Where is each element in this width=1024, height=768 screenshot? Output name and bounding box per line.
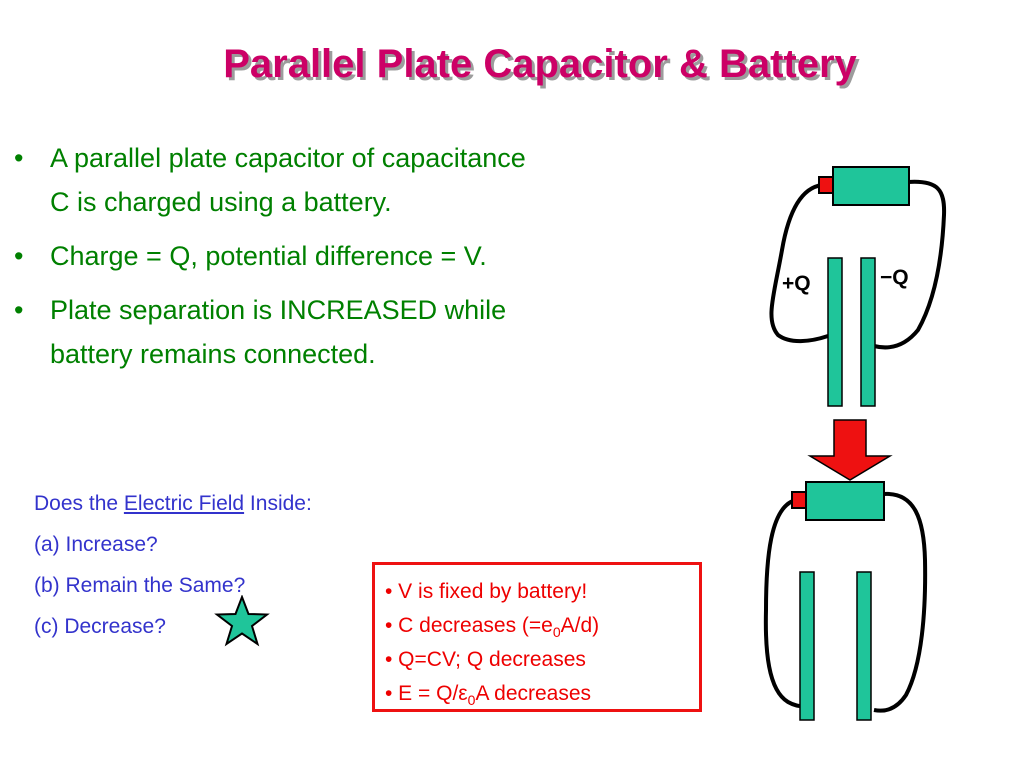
question-prefix: Does the xyxy=(34,492,124,515)
option-c: (c) Decrease? xyxy=(34,615,166,638)
wire-left-bottom xyxy=(763,498,801,708)
bullet-text: Charge = Q, potential difference = V. xyxy=(50,241,487,271)
plate-left-top xyxy=(827,257,843,407)
option-a: (a) Increase? xyxy=(34,533,158,556)
question-suffix: Inside: xyxy=(244,492,312,515)
battery-top xyxy=(832,166,910,206)
bullet-item: • Charge = Q, potential difference = V. xyxy=(14,234,714,278)
bullet-text: A parallel plate capacitor of capacitanc… xyxy=(50,143,526,173)
bullet-item: • A parallel plate capacitor of capacita… xyxy=(14,136,714,224)
answer-line: • E = Q/ε0A decreases xyxy=(385,682,592,709)
bullet-dot: • xyxy=(14,143,24,173)
question-block: Does the Electric Field Inside: (a) Incr… xyxy=(34,483,312,647)
bullet-dot: • xyxy=(14,295,24,325)
down-arrow xyxy=(807,419,893,481)
star-icon xyxy=(214,595,270,647)
question-prompt: Does the Electric Field Inside: xyxy=(34,483,312,524)
battery-terminal-top xyxy=(818,176,834,194)
bullet-list: • A parallel plate capacitor of capacita… xyxy=(14,136,714,386)
answer-line: • C decreases (=e0A/d) xyxy=(385,614,600,641)
plate-right-bottom xyxy=(856,571,872,721)
answer-box: • V is fixed by battery! • C decreases (… xyxy=(372,562,702,712)
bullet-text: C is charged using a battery. xyxy=(50,187,392,217)
wire-right-top xyxy=(873,179,947,350)
bullet-dot: • xyxy=(14,241,24,271)
bullet-item: • Plate separation is INCREASED while ba… xyxy=(14,288,714,376)
electric-field-link[interactable]: Electric Field xyxy=(123,492,245,515)
battery-terminal-bottom xyxy=(791,491,807,509)
plus-q-label: +Q xyxy=(782,272,811,295)
bullet-text: battery remains connected. xyxy=(50,339,376,369)
battery-bottom xyxy=(805,481,885,521)
bullet-text: Plate separation is INCREASED while xyxy=(50,295,507,325)
wire-right-bottom xyxy=(873,491,928,713)
plate-left-bottom xyxy=(799,571,815,721)
option-b: (b) Remain the Same? xyxy=(34,574,246,597)
answer-line: • V is fixed by battery! xyxy=(385,580,588,603)
plate-right-top xyxy=(860,257,876,407)
wire-left-top xyxy=(769,183,829,344)
slide-title: Parallel Plate Capacitor & Battery xyxy=(223,42,857,86)
minus-q-label: −Q xyxy=(880,266,909,289)
answer-line: • Q=CV; Q decreases xyxy=(385,648,586,671)
